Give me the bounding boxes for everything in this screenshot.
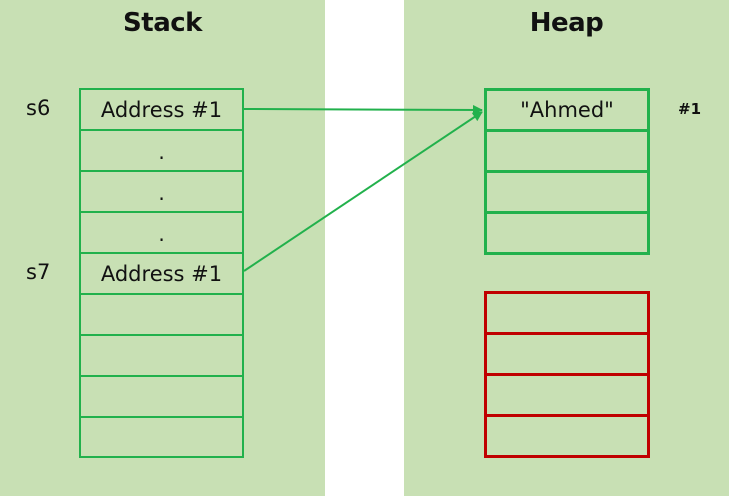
heap-cell	[487, 132, 647, 173]
stack-column: Address #1 . . . Address #1	[79, 88, 244, 458]
stack-cell: Address #1	[81, 90, 242, 131]
stack-cell: .	[81, 213, 242, 254]
heap-free-cell	[487, 417, 647, 455]
heap-free-cell	[487, 335, 647, 376]
heap-allocated-block: "Ahmed"	[484, 88, 650, 255]
heap-cell	[487, 173, 647, 214]
heap-free-cell	[487, 376, 647, 417]
heap-free-block	[484, 291, 650, 458]
stack-cell	[81, 336, 242, 377]
stack-variable-label-s7: s7	[26, 260, 51, 284]
stack-cell	[81, 295, 242, 336]
heap-title: Heap	[529, 8, 604, 38]
heap-cell: "Ahmed"	[487, 91, 647, 132]
stack-cell: Address #1	[81, 254, 242, 295]
stack-cell: .	[81, 172, 242, 213]
stack-cell: .	[81, 131, 242, 172]
heap-free-cell	[487, 294, 647, 335]
stack-title: Stack	[123, 8, 202, 38]
heap-cell	[487, 214, 647, 252]
heap-address-label: #1	[678, 100, 702, 118]
stack-variable-label-s6: s6	[26, 96, 51, 120]
stack-cell	[81, 418, 242, 456]
stack-cell	[81, 377, 242, 418]
